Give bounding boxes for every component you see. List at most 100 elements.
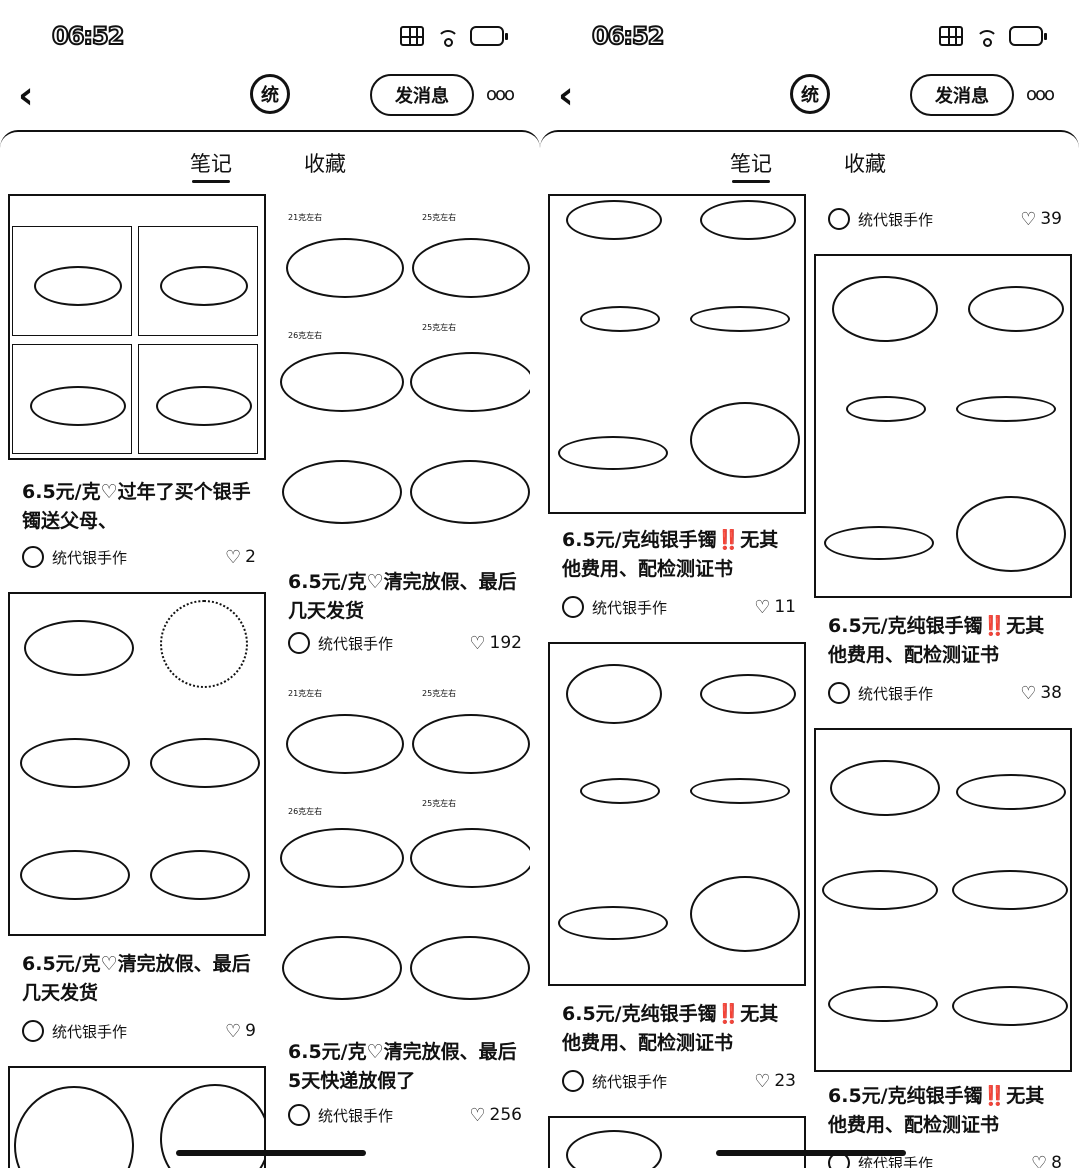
note-cover-image[interactable] [548, 642, 806, 986]
like-button[interactable]: ♡9 [225, 1021, 256, 1042]
like-count: 38 [1040, 683, 1062, 703]
note-title[interactable]: 6.5元/克纯银手镯‼️无其他费用、配检测证书 [562, 529, 779, 580]
note-title[interactable]: 6.5元/克纯银手镯‼️无其他费用、配检测证书 [828, 615, 1045, 666]
weight-label: 21克左右 [288, 213, 323, 222]
author-name[interactable]: 统代银手作 [318, 634, 394, 653]
like-button[interactable]: ♡256 [469, 1105, 522, 1126]
content-sheet [540, 130, 1079, 1168]
back-icon[interactable]: ‹ [558, 73, 574, 117]
author-avatar[interactable] [22, 1020, 44, 1042]
like-button[interactable]: ♡39 [1020, 209, 1062, 230]
note-title[interactable]: 6.5元/克♡过年了买个银手镯送父母、 [22, 481, 251, 532]
note-title[interactable]: 6.5元/克纯银手镯‼️无其他费用、配检测证书 [828, 1085, 1045, 1136]
avatar[interactable]: 统 [250, 74, 290, 114]
heart-icon: ♡ [754, 596, 771, 618]
weight-label: 26克左右 [288, 807, 323, 816]
note-title[interactable]: 6.5元/克♡清完放假、最后几天发货 [288, 571, 517, 622]
note-title[interactable]: 6.5元/克纯银手镯‼️无其他费用、配检测证书 [562, 1003, 779, 1054]
note-cover-image[interactable] [814, 728, 1072, 1072]
author-name[interactable]: 统代银手作 [858, 1154, 934, 1168]
status-bar: 06:52 [0, 20, 540, 54]
heart-icon: ♡ [1020, 682, 1037, 704]
content-sheet [0, 130, 540, 1168]
screen-left: 06:52 ‹ 统 发消息 ooo 笔记 收藏 [0, 20, 540, 1168]
like-button[interactable]: ♡23 [754, 1071, 796, 1092]
like-count: 8 [1051, 1153, 1062, 1168]
weight-label: 25克左右 [422, 213, 457, 222]
more-icon[interactable]: ooo [1026, 84, 1055, 105]
author-name[interactable]: 统代银手作 [52, 548, 128, 567]
note-cover-image[interactable] [548, 1116, 806, 1168]
like-button[interactable]: ♡38 [1020, 683, 1062, 704]
author-avatar[interactable] [562, 1070, 584, 1092]
avatar[interactable]: 统 [790, 74, 830, 114]
note-meta: 统代银手作 ♡11 [562, 594, 796, 620]
tab-notes[interactable]: 笔记 [730, 148, 772, 183]
note-meta: 统代银手作 ♡39 [828, 206, 1062, 232]
weight-label: 26克左右 [288, 331, 323, 340]
heart-icon: ♡ [469, 1104, 486, 1126]
like-count: 39 [1040, 209, 1062, 229]
note-title[interactable]: 6.5元/克♡清完放假、最后几天发货 [22, 953, 251, 1004]
note-cover-image[interactable] [8, 592, 266, 936]
note-meta: 统代银手作 ♡23 [562, 1068, 796, 1094]
like-count: 23 [774, 1071, 796, 1091]
nav-bar: ‹ 统 发消息 ooo [0, 72, 540, 122]
author-name[interactable]: 统代银手作 [858, 684, 934, 703]
send-message-button[interactable]: 发消息 [910, 74, 1014, 116]
home-indicator[interactable] [716, 1150, 906, 1156]
like-button[interactable]: ♡192 [469, 633, 522, 654]
home-indicator[interactable] [176, 1150, 366, 1156]
heart-icon: ♡ [1020, 208, 1037, 230]
screen-right: 06:52 ‹ 统 发消息 ooo 笔记 收藏 6.5元/克纯银手镯‼️无其他费… [540, 0, 1079, 1168]
author-avatar[interactable] [562, 596, 584, 618]
note-cover-image[interactable]: 21克左右 25克左右 26克左右 25克左右 [274, 676, 532, 1020]
status-time: 06:52 [51, 21, 125, 51]
note-meta: 统代银手作 ♡9 [22, 1018, 256, 1044]
note-meta: 统代银手作 ♡256 [288, 1102, 522, 1128]
weight-label: 21克左右 [288, 689, 323, 698]
author-avatar[interactable] [828, 682, 850, 704]
signal-icon [400, 26, 424, 46]
note-cover-image[interactable] [8, 194, 266, 460]
tab-bar: 笔记 收藏 [0, 148, 540, 188]
wifi-icon [975, 28, 998, 47]
signal-icon [939, 26, 963, 46]
note-cover-image[interactable] [814, 254, 1072, 598]
like-button[interactable]: ♡11 [754, 597, 796, 618]
nav-bar: ‹ 统 发消息 ooo [540, 72, 1079, 122]
note-title[interactable]: 6.5元/克♡清完放假、最后5天快递放假了 [288, 1041, 517, 1092]
author-avatar[interactable] [22, 546, 44, 568]
tab-favorites[interactable]: 收藏 [844, 152, 886, 176]
weight-label: 25克左右 [422, 799, 457, 808]
note-meta: 统代银手作 ♡8 [828, 1150, 1062, 1168]
author-name[interactable]: 统代银手作 [318, 1106, 394, 1125]
note-meta: 统代银手作 ♡2 [22, 544, 256, 570]
author-name[interactable]: 统代银手作 [592, 1072, 668, 1091]
status-time: 06:52 [591, 21, 665, 51]
battery-icon [1009, 26, 1047, 46]
like-count: 2 [245, 547, 256, 567]
tab-favorites[interactable]: 收藏 [304, 152, 346, 176]
note-cover-image[interactable]: 21克左右 25克左右 26克左右 25克左右 [274, 200, 532, 544]
back-icon[interactable]: ‹ [18, 73, 34, 117]
heart-icon: ♡ [754, 1070, 771, 1092]
wifi-icon [436, 28, 459, 47]
battery-icon [470, 26, 508, 46]
heart-icon: ♡ [1031, 1152, 1048, 1168]
note-meta: 统代银手作 ♡192 [288, 630, 522, 656]
author-avatar[interactable] [828, 208, 850, 230]
author-name[interactable]: 统代银手作 [858, 210, 934, 229]
note-cover-image[interactable] [548, 194, 806, 514]
author-avatar[interactable] [288, 1104, 310, 1126]
tab-notes[interactable]: 笔记 [190, 148, 232, 183]
heart-icon: ♡ [225, 1020, 242, 1042]
like-button[interactable]: ♡2 [225, 547, 256, 568]
send-message-button[interactable]: 发消息 [370, 74, 474, 116]
like-button[interactable]: ♡8 [1031, 1153, 1062, 1168]
author-avatar[interactable] [288, 632, 310, 654]
author-name[interactable]: 统代银手作 [592, 598, 668, 617]
author-name[interactable]: 统代银手作 [52, 1022, 128, 1041]
like-count: 11 [774, 597, 796, 617]
more-icon[interactable]: ooo [486, 84, 515, 105]
